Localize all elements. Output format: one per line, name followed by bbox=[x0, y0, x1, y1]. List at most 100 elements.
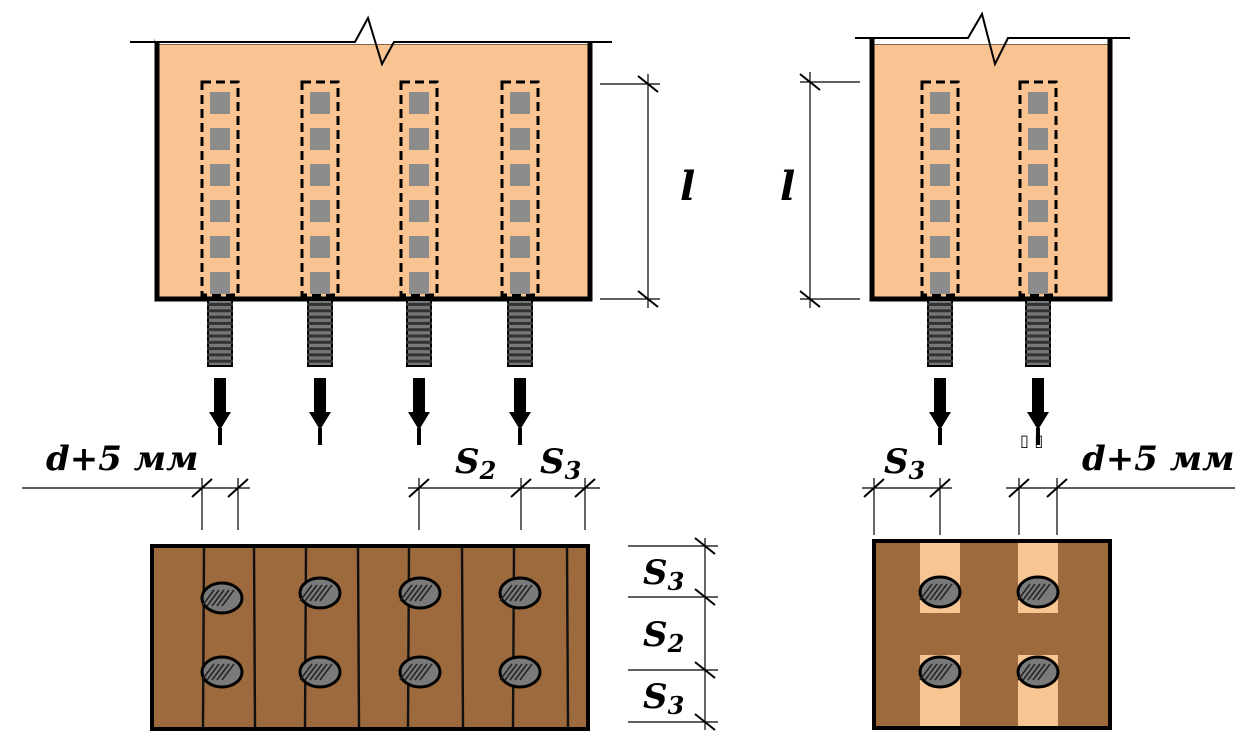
thread-line bbox=[207, 303, 233, 306]
bolt-hatch bbox=[919, 583, 933, 601]
bolt-hatch bbox=[929, 583, 943, 601]
thread-line bbox=[307, 315, 333, 319]
fastener-square bbox=[409, 272, 429, 294]
thread-line bbox=[507, 359, 533, 363]
left-spacing-label-s2: S2 bbox=[455, 442, 496, 485]
fastener-square bbox=[409, 92, 429, 114]
right-plate bbox=[872, 539, 1112, 730]
fastener-square bbox=[930, 272, 950, 294]
fastener-square bbox=[409, 164, 429, 186]
right-assembly: l S3 ▯ ▯ d+5 мм bbox=[780, 11, 1235, 730]
fastener-square bbox=[1028, 164, 1048, 186]
fastener-square bbox=[1028, 236, 1048, 258]
thread-line bbox=[207, 340, 233, 344]
thread-line bbox=[927, 328, 953, 332]
bolt-hatch bbox=[1037, 663, 1051, 681]
plank-seam-2 bbox=[252, 547, 257, 728]
fastener-square bbox=[210, 272, 230, 294]
thread-line bbox=[1025, 340, 1051, 344]
right-length-label: l bbox=[780, 163, 795, 210]
left-break-line bbox=[130, 15, 612, 67]
thread-line bbox=[406, 353, 432, 357]
bolt-hatch bbox=[304, 584, 318, 602]
thread-line bbox=[507, 321, 533, 325]
bolt-hatch bbox=[216, 663, 230, 681]
bolt-hatch bbox=[504, 584, 518, 602]
bolt-hatch bbox=[1032, 583, 1046, 601]
bore-hole-2 bbox=[1018, 80, 1058, 297]
plank-seam-1 bbox=[201, 547, 206, 728]
fastener-square bbox=[210, 92, 230, 114]
thread-line bbox=[1025, 328, 1051, 332]
thread-line bbox=[507, 328, 533, 332]
bolt-hatch bbox=[509, 663, 523, 681]
plank-seam-3 bbox=[303, 547, 308, 728]
thread-line bbox=[406, 359, 432, 363]
thread-line bbox=[927, 340, 953, 344]
bore-hole-4 bbox=[500, 80, 540, 297]
thread-line bbox=[207, 315, 233, 319]
left-length-dimension: l bbox=[600, 74, 695, 308]
fastener-square bbox=[210, 128, 230, 150]
thread-line bbox=[927, 309, 953, 313]
fastener-square bbox=[510, 236, 530, 258]
plank-seam-6 bbox=[460, 547, 465, 728]
left-assembly: l d+5 мм S2 S3 bbox=[22, 15, 718, 731]
thread-line bbox=[927, 353, 953, 357]
right-edge-label: d+5 мм bbox=[1082, 439, 1234, 479]
bolt-hatch bbox=[399, 663, 413, 681]
thread-line bbox=[1025, 334, 1051, 338]
bolt-hatch bbox=[919, 663, 933, 681]
thread-line bbox=[927, 303, 953, 306]
thread-line bbox=[507, 353, 533, 357]
fastener-square bbox=[1028, 92, 1048, 114]
right-fasteners bbox=[927, 299, 1051, 367]
bolt-hatch bbox=[499, 584, 513, 602]
bolt-hatch bbox=[404, 663, 418, 681]
bolt-hatch bbox=[419, 663, 433, 681]
bolt-hatch bbox=[399, 584, 413, 602]
left-edge-dimension: d+5 мм bbox=[22, 439, 250, 530]
right-length-dimension: l bbox=[780, 72, 860, 308]
thread-line bbox=[307, 309, 333, 313]
bolt-hatch bbox=[304, 663, 318, 681]
plank-seam-5 bbox=[406, 547, 411, 728]
arrow-tail bbox=[318, 428, 322, 445]
thread-line bbox=[507, 315, 533, 319]
thread-line bbox=[1025, 359, 1051, 363]
fastener-square bbox=[930, 236, 950, 258]
right-bore-holes bbox=[920, 80, 1058, 297]
fastener-square bbox=[1028, 272, 1048, 294]
direction-arrow-4 bbox=[509, 378, 531, 430]
bolt-hatch bbox=[201, 663, 215, 681]
right-glyph-marks: ▯ ▯ bbox=[1020, 431, 1043, 450]
bolt-hatch bbox=[929, 663, 943, 681]
fastener-square bbox=[930, 128, 950, 150]
thread-line bbox=[406, 309, 432, 313]
fastener-square bbox=[310, 272, 330, 294]
thread-line bbox=[207, 353, 233, 357]
bore-hole-2 bbox=[300, 80, 340, 297]
right-spacing-dimension: S3 bbox=[862, 442, 952, 535]
bolt-hatch bbox=[924, 583, 938, 601]
fastener-square bbox=[310, 128, 330, 150]
bolt-hatch bbox=[924, 663, 938, 681]
bolt-hatch bbox=[206, 663, 220, 681]
bolt-hatch bbox=[299, 663, 313, 681]
thread-line bbox=[307, 340, 333, 344]
thread-line bbox=[1025, 309, 1051, 313]
bolt-hatch bbox=[299, 584, 313, 602]
right-end-label-s3: S3 bbox=[884, 442, 925, 485]
arrow-tail bbox=[938, 428, 942, 445]
bolt-hatch bbox=[404, 584, 418, 602]
left-fasteners bbox=[207, 299, 533, 367]
thread-line bbox=[507, 303, 533, 306]
fastener-square bbox=[310, 164, 330, 186]
fastener-square bbox=[210, 236, 230, 258]
fastener-square bbox=[510, 92, 530, 114]
thread-line bbox=[207, 328, 233, 332]
fastener-square bbox=[409, 128, 429, 150]
bolt-hatch bbox=[1017, 583, 1031, 601]
bolt-hatch bbox=[319, 663, 333, 681]
side-label-1: S3 bbox=[643, 553, 684, 596]
